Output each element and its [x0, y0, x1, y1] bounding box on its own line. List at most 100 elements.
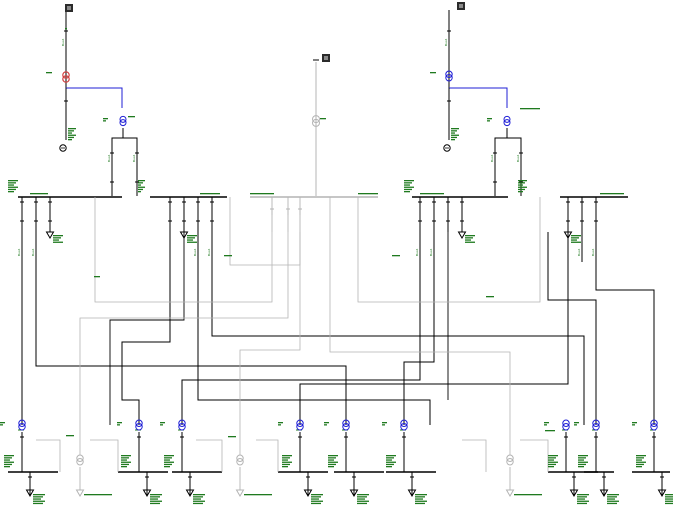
feeder-right-a-0-label: Bus4	[415, 248, 419, 256]
cable-grey-1	[94, 197, 273, 303]
tag-line	[84, 494, 112, 496]
station-5-load-tag	[415, 494, 427, 505]
station-8-out-breaker	[660, 476, 664, 483]
tag-line	[187, 235, 197, 237]
tag-line	[451, 132, 455, 134]
tag-line	[358, 193, 378, 195]
tag-line	[33, 502, 43, 505]
winding-primary	[18, 419, 26, 427]
aux-feed-left-b	[123, 137, 138, 196]
grid-breaker-right-label: Bus4	[444, 38, 448, 46]
aux-feed-right-a	[494, 128, 508, 196]
feeder-right-b-2-label: Bus4	[591, 248, 595, 256]
feeder-center-breaker-2	[298, 208, 302, 215]
grey-link-tag-3	[545, 430, 555, 432]
generator-left-icon	[59, 144, 67, 152]
station-7-breaker	[594, 436, 598, 443]
tag-line	[636, 463, 644, 466]
grid-breaker-left	[64, 30, 68, 37]
tag-line	[665, 502, 673, 505]
station-1-out-breaker	[145, 476, 149, 483]
tag-line	[574, 424, 577, 426]
tag-line	[121, 457, 129, 459]
busbar-left-a-name-tag	[30, 193, 48, 195]
station-0-breaker	[20, 436, 24, 443]
tag-line	[415, 502, 425, 505]
tag-line	[311, 500, 323, 502]
aux-left-tag-block	[138, 180, 145, 193]
feeder-left-a-0-label: Bus4	[17, 248, 21, 256]
tag-line	[8, 191, 14, 193]
cable-grey-6	[357, 197, 541, 303]
tag-line	[150, 498, 158, 500]
cable-grey-5	[329, 197, 511, 455]
station-7-load-tag	[607, 494, 619, 505]
tag-line	[138, 184, 141, 186]
winding-primary	[592, 419, 600, 427]
tag-line	[578, 466, 584, 468]
feeder-right-b-breaker-0	[566, 201, 570, 208]
grey-link-5	[462, 439, 487, 472]
tag-line	[607, 500, 619, 502]
station-1-breaker	[137, 436, 141, 443]
tag-line	[465, 241, 475, 243]
feeder-center-breaker-1	[286, 208, 290, 215]
main-transformer-left-tag	[46, 72, 52, 74]
tag-line	[328, 461, 338, 463]
tag-line	[328, 457, 336, 459]
tag-line	[33, 500, 45, 502]
station-7-bus-tag	[578, 455, 588, 468]
winding-secondary	[135, 423, 143, 431]
tag-line	[607, 498, 615, 500]
tag-line	[357, 494, 369, 496]
station-4-breaker	[344, 436, 348, 443]
tag-line	[311, 494, 323, 496]
station-1-load-tag	[150, 494, 162, 505]
tag-line	[8, 186, 18, 188]
cable-grey-4	[239, 232, 301, 455]
distribution-transformer-7-tag	[574, 422, 579, 426]
tag-line	[138, 182, 143, 184]
tag-line	[382, 424, 385, 426]
tag-line	[404, 184, 410, 186]
station-2-bus-tag	[164, 455, 174, 468]
tag-line	[193, 500, 205, 502]
tag-line	[600, 193, 624, 195]
aux-breaker-right-a-label: Bus4	[490, 154, 494, 162]
main-transformer-center-tag	[320, 118, 326, 120]
distribution-transformer-3-icon	[296, 419, 304, 431]
station-4-load-tag	[357, 494, 369, 505]
tag-line	[415, 496, 425, 498]
cable-3	[121, 232, 171, 425]
tag-line	[404, 188, 412, 191]
winding-primary	[445, 70, 453, 78]
tag-line	[607, 496, 617, 498]
distribution-transformer-4-tag	[324, 422, 329, 426]
tag-line	[278, 424, 281, 426]
tag-line	[518, 182, 525, 184]
aux-transformer-right-icon	[503, 115, 511, 127]
aux-feed-right-b	[507, 137, 522, 196]
winding-primary	[178, 419, 186, 427]
feeder-right-a-breaker2-2	[446, 220, 450, 227]
tag-line	[328, 455, 338, 457]
tag-line	[4, 455, 14, 457]
tag-line	[386, 457, 394, 459]
feeder-right-b-breaker-2	[594, 201, 598, 208]
winding-primary	[400, 419, 408, 427]
tag-line	[65, 28, 67, 30]
tag-line	[404, 186, 414, 188]
feeder-right-b-breaker2-0	[566, 220, 570, 227]
gen-breaker-right	[447, 100, 451, 107]
feeder-left-a-breaker-0	[20, 201, 24, 208]
aux-right-tag-block	[518, 180, 527, 193]
station-5-load-icon	[407, 489, 417, 497]
tag-line	[357, 500, 369, 502]
feeder-right-a-breaker-1	[432, 201, 436, 208]
distribution-transformer-1-tag	[117, 422, 122, 426]
station-8-load-icon	[657, 489, 667, 497]
tag-line	[53, 241, 63, 243]
distribution-transformer-grey-2-icon	[506, 454, 514, 466]
feeder-center-breaker-0	[270, 208, 274, 215]
station-6-load-icon	[569, 489, 579, 497]
